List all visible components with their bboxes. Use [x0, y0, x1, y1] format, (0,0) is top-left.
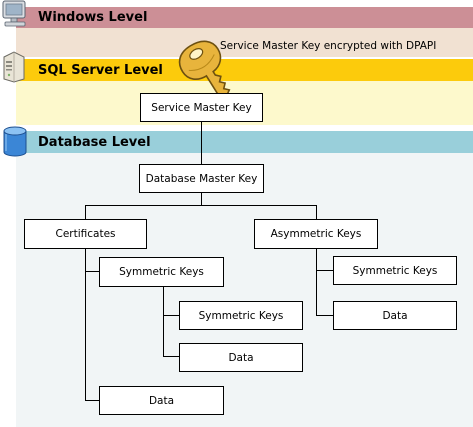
asym-symmetric-keys-box: Symmetric Keys	[333, 256, 457, 285]
server-tower-icon	[3, 51, 25, 83]
dpapi-annotation: Service Master Key encrypted with DPAPI	[220, 40, 437, 52]
cert-sym-data-box: Data	[179, 343, 303, 372]
database-master-key-box: Database Master Key	[139, 164, 264, 193]
computer-monitor-icon	[2, 0, 26, 27]
connector-asym-trunk	[316, 248, 317, 316]
connector-to-asym-symmetric-keys	[316, 270, 333, 271]
connector-to-asym-data	[316, 315, 333, 316]
cert-symmetric-keys-box: Symmetric Keys	[99, 257, 224, 287]
database-level-band	[16, 153, 473, 427]
database-cylinder-icon	[3, 126, 27, 157]
database-level-header: Database Level	[16, 131, 473, 153]
windows-level-header: Windows Level	[16, 7, 473, 28]
certificates-box: Certificates	[24, 219, 147, 249]
connector-to-asymmetric-keys	[316, 205, 317, 220]
windows-level-label: Windows Level	[38, 10, 148, 25]
connector-to-cert-symmetric-keys	[85, 271, 99, 272]
connector-to-cert-sym-data	[163, 356, 179, 357]
connector-cert-sym-trunk	[163, 286, 164, 357]
sql-server-level-label: SQL Server Level	[38, 62, 163, 78]
connector-to-cert-data	[85, 400, 99, 401]
asymmetric-keys-box: Asymmetric Keys	[254, 219, 378, 249]
windows-level-band	[16, 28, 473, 57]
connector-to-certificates	[85, 205, 86, 220]
connector-to-cert-sym-symmetric-keys	[163, 315, 179, 316]
key-icon	[178, 40, 231, 98]
service-master-key-box: Service Master Key	[140, 93, 263, 122]
sql-server-level-header: SQL Server Level	[16, 59, 473, 81]
connector-smk-dmk	[201, 121, 202, 164]
cert-sym-symmetric-keys-box: Symmetric Keys	[179, 301, 303, 330]
cert-data-box: Data	[99, 386, 224, 415]
database-level-label: Database Level	[38, 134, 151, 150]
asym-data-box: Data	[333, 301, 457, 330]
connector-certificates-trunk	[85, 248, 86, 401]
connector-dmk-down	[201, 192, 202, 206]
connector-branch-horizontal	[85, 205, 317, 206]
